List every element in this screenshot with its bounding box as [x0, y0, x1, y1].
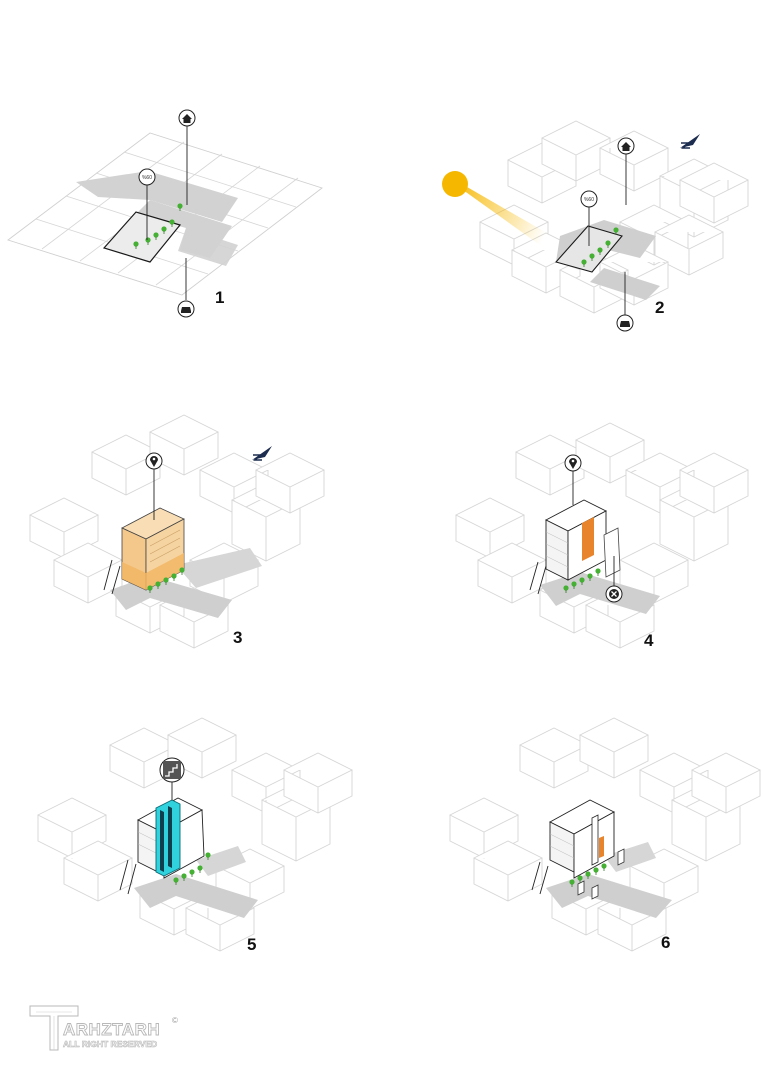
density-label: %60 — [142, 175, 152, 181]
density-label: %60 — [584, 197, 594, 203]
sun-icon — [442, 171, 468, 197]
location-pin-icon — [145, 452, 163, 470]
step-4-number: 4 — [644, 631, 654, 650]
step-6-diagram: 6 — [449, 717, 761, 952]
step-2-diagram: %60 2 — [442, 120, 749, 332]
north-arrow-icon — [680, 134, 700, 149]
location-pin-icon — [564, 454, 582, 472]
car-icon — [177, 300, 195, 318]
step-5-number: 5 — [247, 935, 256, 954]
stairs-icon — [159, 757, 185, 783]
density-badge: %60 — [580, 190, 598, 208]
building-volume — [545, 499, 607, 581]
logo-name: ARHZTARH — [63, 1020, 160, 1039]
building-volume — [549, 799, 625, 900]
house-icon — [617, 137, 635, 155]
logo-tagline: ALL RIGHT RESERVED — [63, 1039, 157, 1049]
step-1-diagram: %60 1 — [7, 109, 323, 318]
copyright-mark: © — [172, 1016, 178, 1025]
step-3-diagram: 3 — [29, 414, 325, 649]
north-arrow-icon — [252, 446, 272, 461]
step-4-diagram: 4 — [455, 422, 749, 650]
building-volume — [137, 797, 205, 879]
step-5-diagram: 5 — [37, 717, 353, 954]
building-mass — [121, 507, 185, 591]
car-icon — [616, 314, 634, 332]
watermark-logo: ARHZTARH ALL RIGHT RESERVED © — [29, 1005, 178, 1051]
step-2-number: 2 — [655, 298, 664, 317]
density-badge: %60 — [138, 168, 156, 186]
step-3-number: 3 — [233, 628, 242, 647]
step-1-number: 1 — [215, 288, 224, 307]
house-icon — [178, 109, 196, 127]
step-6-number: 6 — [661, 933, 670, 952]
close-icon — [605, 585, 623, 603]
